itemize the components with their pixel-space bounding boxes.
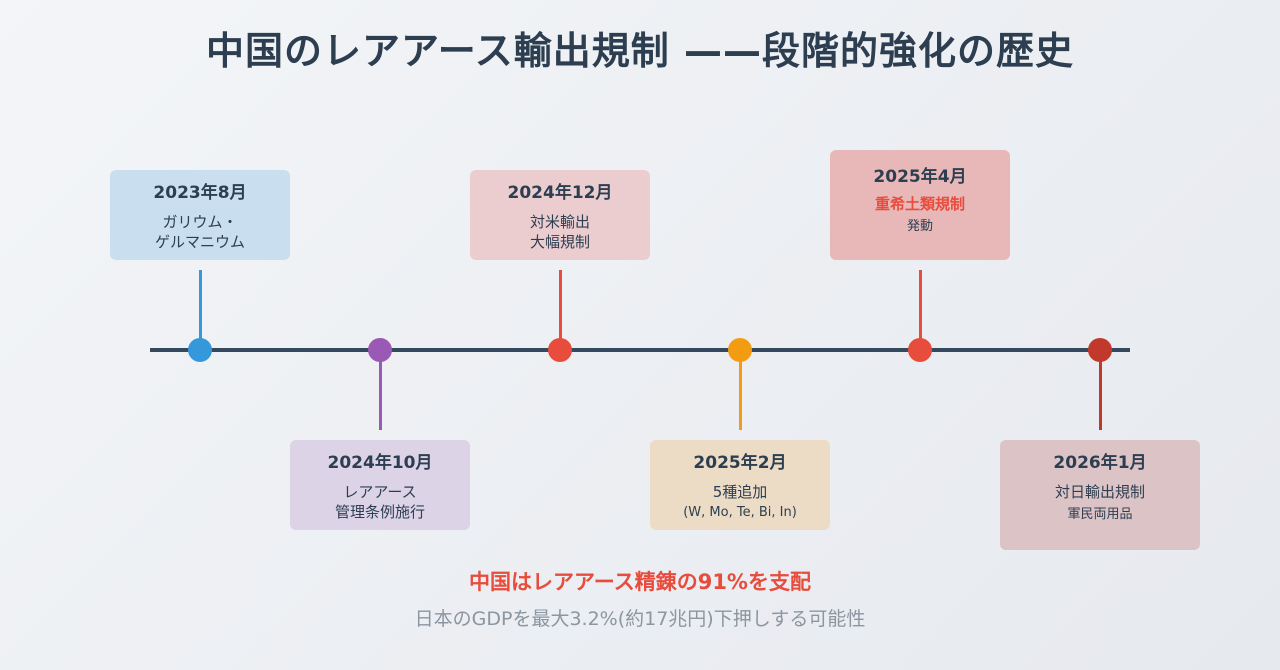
event-card-2025-04: 2025年4月 重希土類規制 発動: [830, 150, 1010, 260]
event-card-2023-08: 2023年8月 ガリウム・ ゲルマニウム: [110, 170, 290, 260]
event-line: 対米輸出: [529, 213, 590, 231]
event-date: 2024年12月: [507, 183, 613, 203]
event-date: 2025年4月: [873, 167, 967, 187]
event-card-2024-10: 2024年10月 レアアース 管理条例施行: [290, 440, 470, 530]
timeline-dot-2: [368, 338, 392, 362]
page-title: 中国のレアアース輸出規制 ——段階的強化の歴史: [205, 29, 1075, 73]
timeline-dot-6: [1088, 338, 1112, 362]
headline: 中国はレアアース精錬の91%を支配: [469, 570, 811, 594]
event-line: 対日輸出規制: [1054, 483, 1145, 501]
event-line: 発動: [906, 219, 933, 234]
event-line: 軍民両用品: [1067, 507, 1133, 522]
timeline-stem-6: [1099, 350, 1102, 430]
event-line: 5種追加: [712, 483, 768, 501]
timeline-stem-4: [739, 350, 742, 430]
timeline-stem-5: [919, 270, 922, 350]
timeline-stem-2: [379, 350, 382, 430]
event-line: 大幅規制: [529, 233, 590, 251]
event-line: レアアース: [343, 483, 417, 501]
event-date: 2025年2月: [693, 453, 787, 473]
event-card-2024-12: 2024年12月 対米輸出 大幅規制: [470, 170, 650, 260]
timeline-dot-3: [548, 338, 572, 362]
timeline-dot-4: [728, 338, 752, 362]
event-date: 2024年10月: [327, 453, 433, 473]
event-line: ゲルマニウム: [154, 233, 245, 251]
event-date: 2026年1月: [1053, 453, 1147, 473]
timeline-dot-1: [188, 338, 212, 362]
timeline-axis: [150, 348, 1130, 352]
timeline-stem-1: [199, 270, 202, 350]
event-date: 2023年8月: [153, 183, 247, 203]
timeline-dot-5: [908, 338, 932, 362]
timeline-stem-3: [559, 270, 562, 350]
event-line: ガリウム・: [162, 213, 238, 231]
event-card-2026-01: 2026年1月 対日輸出規制 軍民両用品: [1000, 440, 1200, 550]
event-line: 管理条例施行: [334, 503, 425, 521]
subline: 日本のGDPを最大3.2%(約17兆円)下押しする可能性: [414, 608, 866, 630]
event-card-2025-02: 2025年2月 5種追加 (W, Mo, Te, Bi, In): [650, 440, 830, 530]
event-highlight: 重希土類規制: [874, 195, 965, 213]
event-line: (W, Mo, Te, Bi, In): [683, 505, 797, 520]
